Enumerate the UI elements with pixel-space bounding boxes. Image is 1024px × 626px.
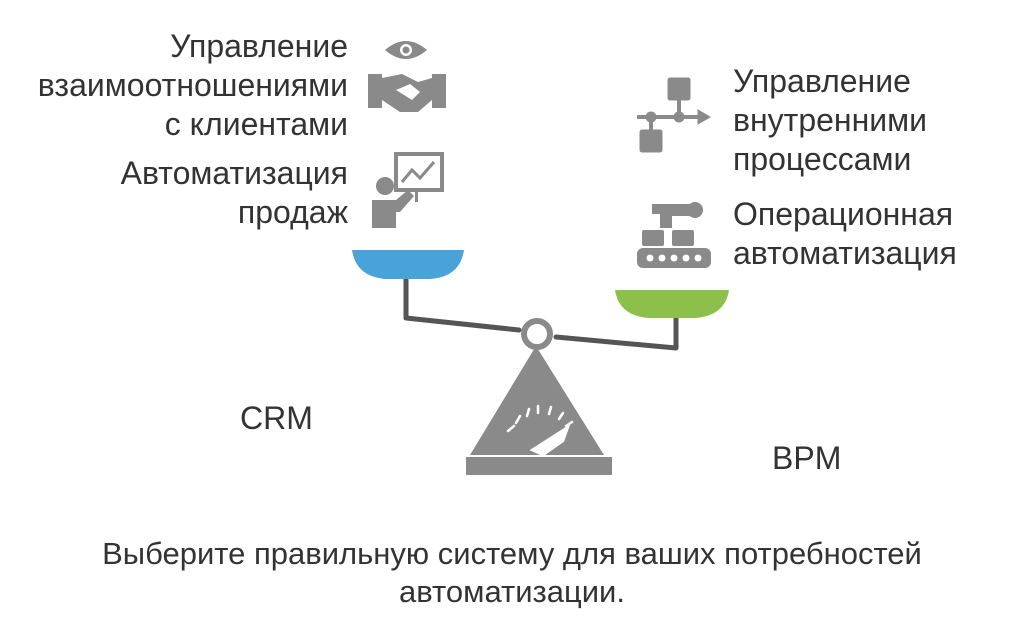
scale-base [466, 346, 612, 475]
scale-beam [403, 275, 679, 351]
presenter-chart-icon [372, 152, 444, 228]
label-line: внутренними [733, 102, 928, 138]
gauge-icon [506, 404, 574, 457]
crm-relationship-label: Управление взаимоотношениями с клиентами [38, 27, 348, 144]
label-line: Автоматизация [120, 155, 348, 191]
label-line: автоматизация [733, 235, 957, 271]
crm-scale-pan [352, 250, 464, 279]
caption-line: Выберите правильную систему для ваших по… [102, 536, 922, 571]
scale-pivot [521, 318, 553, 350]
label-line: с клиентами [164, 106, 348, 142]
label-line: Управление [733, 63, 911, 99]
operational-automation-label: Операционная автоматизация [733, 195, 957, 273]
label-line: процессами [733, 141, 912, 177]
robot-arm-conveyor-icon [637, 202, 711, 268]
label-line: Управление [170, 28, 348, 64]
bpm-scale-pan [615, 290, 729, 318]
sales-automation-label: Автоматизация продаж [121, 154, 348, 232]
bpm-system-label: BPM [772, 440, 842, 476]
crm-system-label: CRM [240, 400, 313, 436]
eye-handshake-icon [368, 41, 446, 112]
label-line: взаимоотношениями [37, 67, 348, 103]
caption-line: автоматизации. [399, 574, 625, 609]
internal-processes-label: Управление внутренними процессами [733, 62, 927, 179]
label-line: продаж [237, 194, 348, 230]
process-flow-icon [637, 77, 711, 153]
diagram-caption: Выберите правильную систему для ваших по… [0, 535, 1024, 611]
label-line: Операционная [733, 196, 954, 232]
